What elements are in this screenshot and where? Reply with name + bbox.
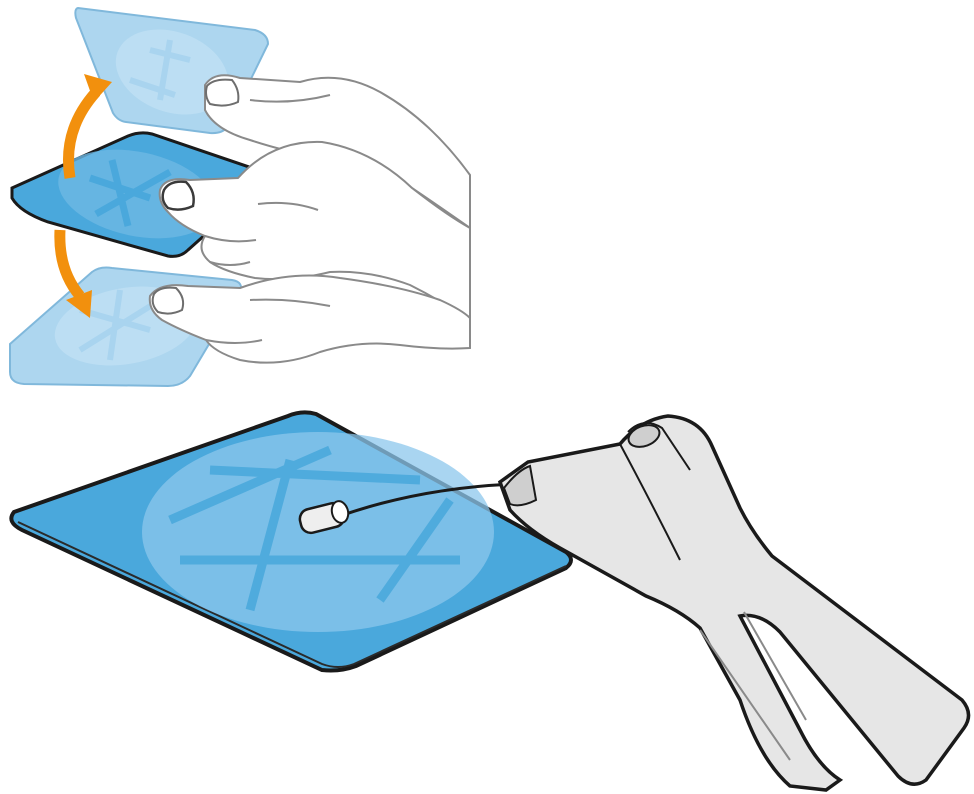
air-blow-panel <box>11 412 968 790</box>
build-plate <box>11 412 571 670</box>
flex-plate-panel <box>10 8 470 386</box>
air-gun-icon <box>500 416 969 790</box>
